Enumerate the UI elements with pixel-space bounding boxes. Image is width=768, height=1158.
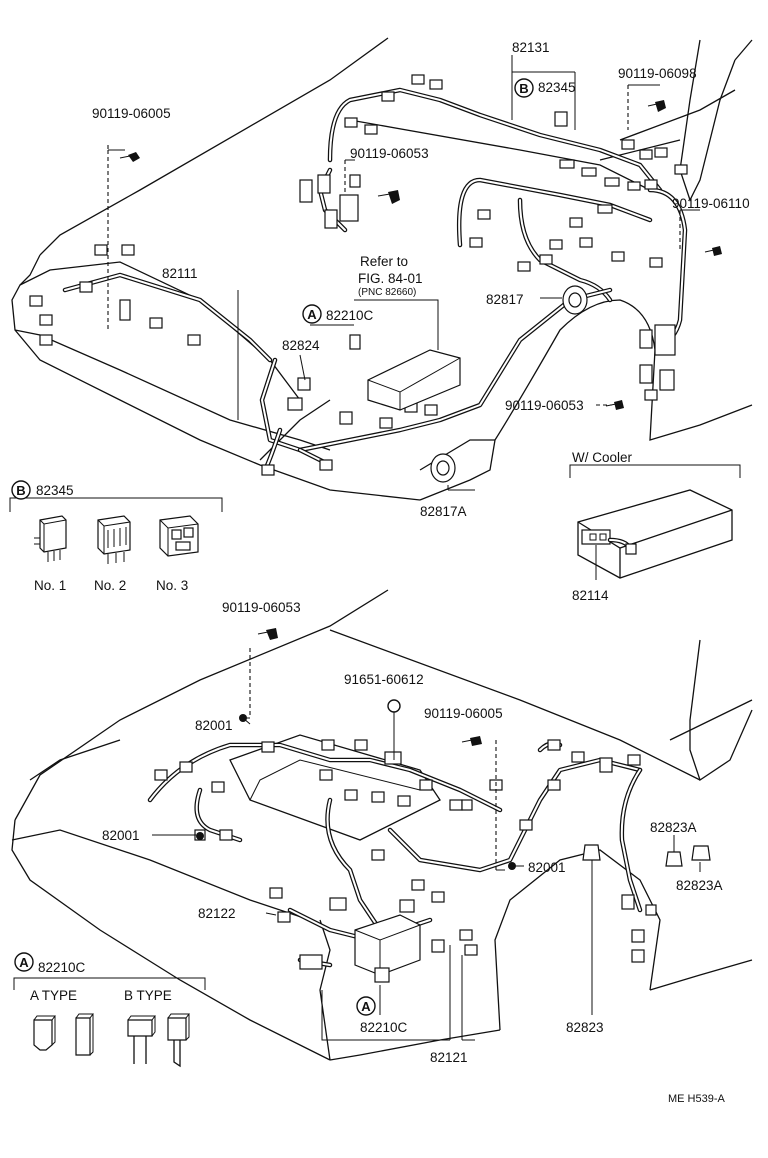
label-82001-b: 82001 xyxy=(102,828,140,843)
label-90119-06053-a: 90119-06053 xyxy=(350,146,429,161)
label-w-cooler: W/ Cooler xyxy=(572,450,633,465)
label-82817: 82817 xyxy=(486,292,524,307)
label-82817A: 82817A xyxy=(420,504,467,519)
label-90119-06053-c: 90119-06053 xyxy=(222,600,301,615)
label-82001-a: 82001 xyxy=(195,718,233,733)
label-90119-06005-bot: 90119-06005 xyxy=(424,706,503,721)
label-82824: 82824 xyxy=(282,338,320,353)
label-82210C-bottom: 82210C xyxy=(360,1020,408,1035)
label-no2: No. 2 xyxy=(94,578,126,593)
top-leaders xyxy=(107,55,700,491)
label-82114: 82114 xyxy=(572,588,609,603)
marker-a-legend: A xyxy=(14,952,34,972)
label-90119-06005-top: 90119-06005 xyxy=(92,106,171,121)
marker-a-top: A xyxy=(302,304,322,324)
label-90119-06053-b: 90119-06053 xyxy=(505,398,584,413)
marker-b-legend: B xyxy=(11,480,31,500)
label-refer-line1: Refer to xyxy=(360,254,408,269)
label-no3: No. 3 xyxy=(156,578,188,593)
bottom-leaders xyxy=(152,648,701,1041)
bottom-connectors xyxy=(154,628,711,983)
label-82210C-legend: 82210C xyxy=(38,960,86,975)
label-90119-06098: 90119-06098 xyxy=(618,66,697,81)
part-labels: 82131 82345 90119-06098 90119-06005 9011… xyxy=(30,40,750,1105)
label-82131: 82131 xyxy=(512,40,550,55)
label-82823A-b: 82823A xyxy=(676,878,723,893)
label-82122: 82122 xyxy=(198,906,236,921)
label-82210C-top: 82210C xyxy=(326,308,374,323)
label-82111: 82111 xyxy=(162,266,198,281)
label-refer-line3: (PNC 82660) xyxy=(358,287,416,298)
footer-code: ME H539-A xyxy=(668,1093,726,1105)
label-82121: 82121 xyxy=(430,1050,468,1065)
label-refer-line2: FIG. 84-01 xyxy=(358,271,423,286)
bottom-car-body xyxy=(11,589,753,1061)
label-82001-c: 82001 xyxy=(528,860,566,875)
label-90119-06110: 90119-06110 xyxy=(672,196,750,211)
relay-legend xyxy=(9,497,223,564)
label-82345-legend: 82345 xyxy=(36,483,74,498)
marker-b-top: B xyxy=(514,78,534,98)
label-b-type: B TYPE xyxy=(124,988,172,1003)
label-82345-top: 82345 xyxy=(538,80,576,95)
label-a-type: A TYPE xyxy=(30,988,77,1003)
fuse-legend xyxy=(13,977,206,1068)
label-no1: No. 1 xyxy=(34,578,66,593)
marker-b-top-text: B xyxy=(519,81,528,96)
marker-a-top-text: A xyxy=(307,307,317,322)
label-91651-60612: 91651-60612 xyxy=(344,672,424,687)
marker-a-bottom: A xyxy=(356,996,376,1016)
marker-b-legend-text: B xyxy=(16,483,25,498)
marker-a-bottom-text: A xyxy=(361,999,371,1014)
marker-a-legend-text: A xyxy=(19,955,29,970)
top-connectors xyxy=(29,74,722,483)
bottom-harness-wires xyxy=(147,741,643,968)
cooler-inset xyxy=(569,464,741,580)
label-82823A-a: 82823A xyxy=(650,820,697,835)
label-82823: 82823 xyxy=(566,1020,604,1035)
